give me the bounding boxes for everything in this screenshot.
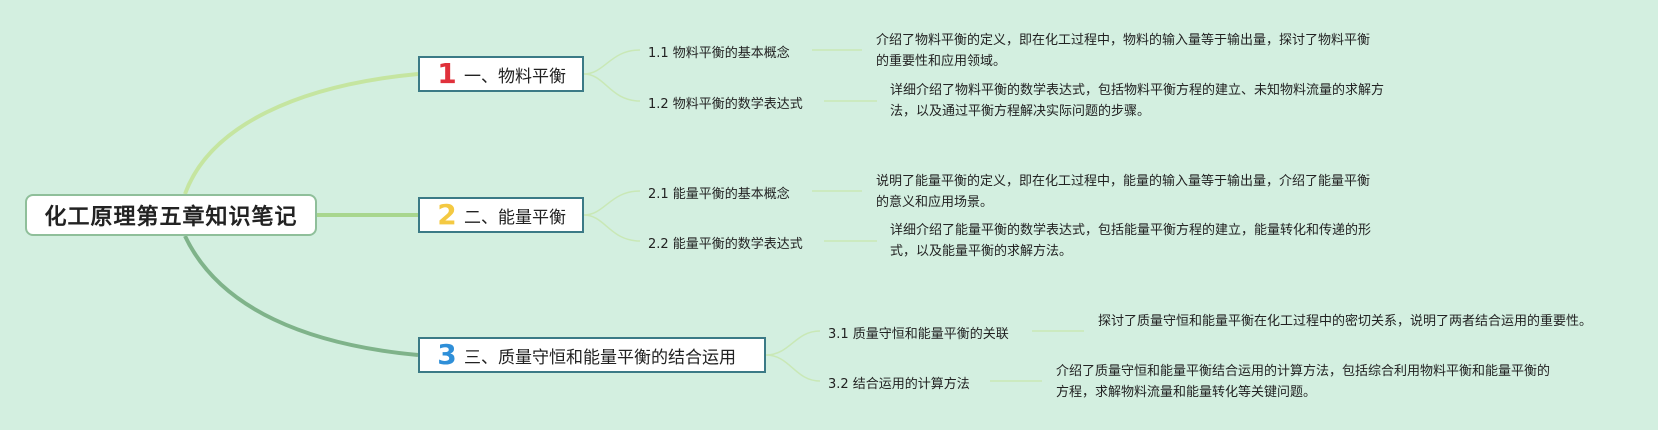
branch-3-to-topic-1-link bbox=[765, 330, 821, 356]
branch-node-1[interactable]: 1 一、物料平衡 bbox=[418, 56, 584, 92]
topic-3-2[interactable]: 3.2 结合运用的计算方法 bbox=[828, 377, 970, 392]
branch-title-3: 三、质量守恒和能量平衡的结合运用 bbox=[464, 347, 736, 368]
branch-number-2: 2 bbox=[437, 198, 457, 231]
branch-node-2[interactable]: 2 二、能量平衡 bbox=[418, 197, 584, 233]
root-title: 化工原理第五章知识笔记 bbox=[44, 205, 298, 230]
branch-title-2: 二、能量平衡 bbox=[464, 207, 566, 228]
topic-2-2-description: 详细介绍了能量平衡的数学表达式，包括能量平衡方程的建立，能量转化和传递的形式，以… bbox=[890, 223, 1372, 259]
topic-1-2[interactable]: 1.2 物料平衡的数学表达式 bbox=[648, 97, 803, 112]
topic-3-1-description: 探讨了质量守恒和能量平衡在化工过程中的密切关系，说明了两者结合运用的重要性。 bbox=[1098, 314, 1593, 329]
branch-1-to-topic-1-link bbox=[583, 49, 641, 75]
root-to-branch-3-link bbox=[183, 235, 419, 357]
branch-2-to-topic-1-link bbox=[583, 190, 641, 216]
branch-title-1: 一、物料平衡 bbox=[464, 66, 566, 87]
branch-3-to-topic-2-link bbox=[765, 354, 821, 382]
topic-1-1-description: 介绍了物料平衡的定义，即在化工过程中，物料的输入量等于输出量，探讨了物料平衡的重… bbox=[876, 33, 1371, 69]
branch-2-to-topic-2-link bbox=[583, 214, 641, 242]
topic-2-1[interactable]: 2.1 能量平衡的基本概念 bbox=[648, 187, 790, 202]
topic-3-2-description: 介绍了质量守恒和能量平衡结合运用的计算方法，包括综合利用物料平衡和能量平衡的方程… bbox=[1056, 364, 1551, 400]
topic-1-1[interactable]: 1.1 物料平衡的基本概念 bbox=[648, 46, 790, 61]
topic-3-1[interactable]: 3.1 质量守恒和能量平衡的关联 bbox=[828, 327, 1009, 342]
branch-1-to-topic-2-link bbox=[583, 73, 641, 102]
topic-2-2[interactable]: 2.2 能量平衡的数学表达式 bbox=[648, 237, 803, 252]
topic-1-2-description: 详细介绍了物料平衡的数学表达式，包括物料平衡方程的建立、未知物料流量的求解方法，… bbox=[890, 83, 1385, 119]
root-to-branch-1-link bbox=[183, 72, 419, 195]
branch-number-1: 1 bbox=[437, 57, 457, 90]
root-node[interactable]: 化工原理第五章知识笔记 bbox=[25, 194, 317, 236]
branch-node-3[interactable]: 3 三、质量守恒和能量平衡的结合运用 bbox=[418, 337, 766, 373]
branch-number-3: 3 bbox=[437, 338, 457, 371]
topic-2-1-description: 说明了能量平衡的定义，即在化工过程中，能量的输入量等于输出量，介绍了能量平衡的意… bbox=[876, 174, 1371, 210]
